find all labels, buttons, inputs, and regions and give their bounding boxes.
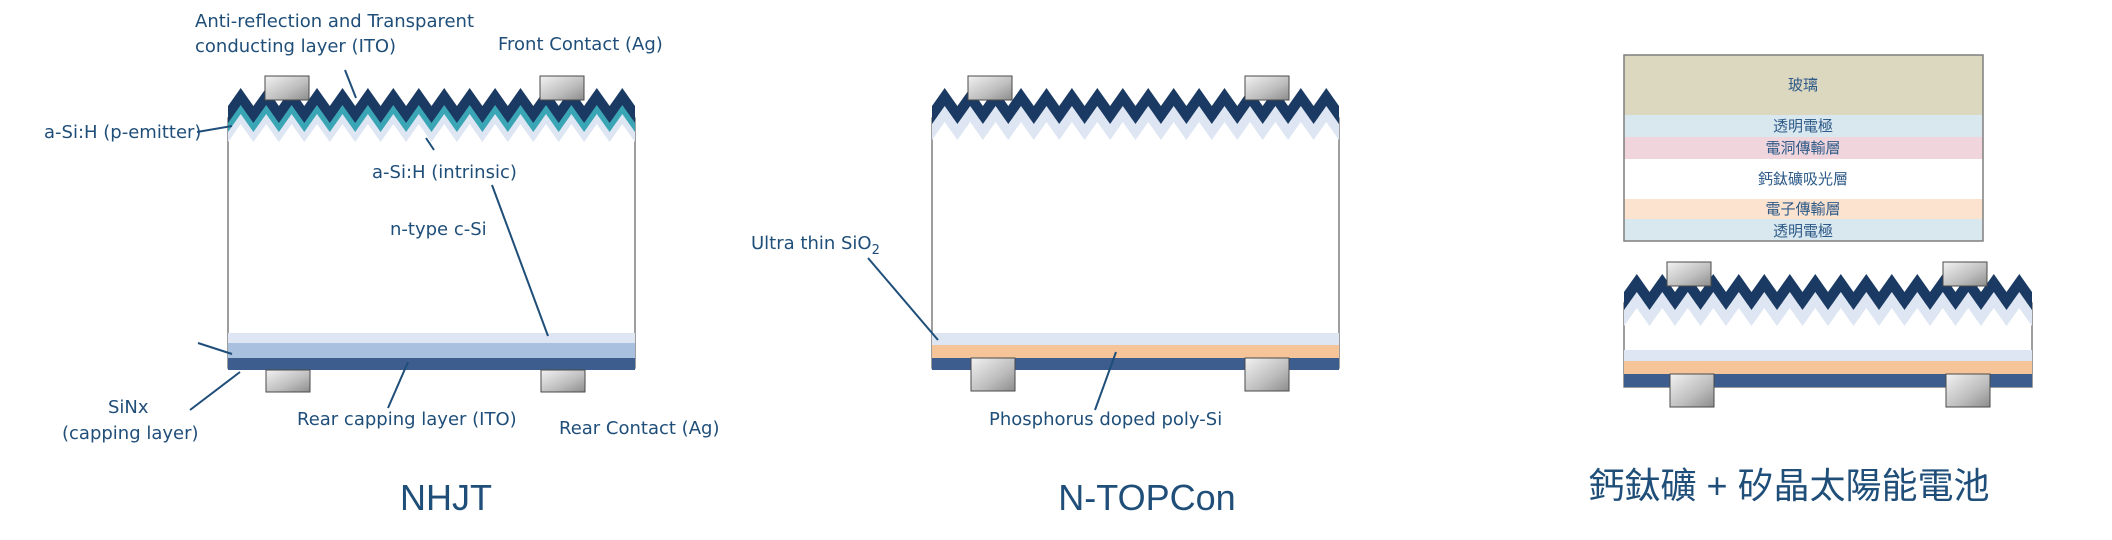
stack-label-glass: 玻璃 [1788,76,1818,94]
topcon-front-contact-right [1244,75,1290,101]
nhjt-rear-ito-layer [228,358,635,370]
stack-tco-bottom-layer [1624,219,1983,241]
tandem-passivation-layer [1624,292,2032,326]
tandem-front-contact-right [1942,261,1988,287]
topcon-front-contact-left [967,75,1013,101]
label-rear-capping: Rear capping layer (ITO) [297,409,517,430]
perovskite-stack: 玻璃 透明電極 電洞傳輸層 鈣鈦礦吸光層 電子傳輸層 透明電極 [1623,54,1984,242]
tandem-poly-si-layer [1624,361,2032,374]
tandem-ar-layer [1624,274,2032,310]
nhjt-rear-contact-right [540,369,586,393]
stack-label-tco-bottom: 透明電極 [1773,222,1833,240]
nhjt-p-emitter-layer [228,104,635,132]
label-ar-tco-line2: conducting layer (ITO) [195,36,396,57]
stack-label-perovskite: 鈣鈦礦吸光層 [1758,170,1848,188]
label-ar-tco-line1: Anti-reflection and Transparent [195,11,474,32]
label-capping-line2: (capping layer) [62,423,199,444]
stack-htl-layer [1624,137,1983,159]
nhjt-leader-lines [189,69,549,411]
topcon-passivation-layer [932,106,1339,140]
label-front-contact: Front Contact (Ag) [498,34,663,55]
topcon-rear-layer [932,358,1339,370]
title-topcon: N-TOPCon [1058,477,1235,518]
tandem-rear-layer [1624,374,2032,387]
stack-tco-top-layer [1624,115,1983,137]
nhjt-wafer-outline [227,117,636,369]
label-intrinsic: a-Si:H (intrinsic) [372,162,517,183]
topcon-oxide-layer [932,333,1339,345]
label-p-emitter: a-Si:H (p-emitter) [44,122,201,143]
nhjt-intrinsic-layer [228,112,635,142]
nhjt-rear-contact-left [265,369,311,393]
nhjt-front-contact-right [539,75,585,101]
label-oxide: Ultra thin SiO2 [751,233,880,258]
stack-label-htl: 電洞傳輸層 [1765,139,1840,157]
stack-outline [1623,54,1984,242]
stack-perovskite-layer [1624,159,1983,199]
nhjt-rear-intrinsic-layer [228,333,635,343]
topcon-poly-si-layer [932,345,1339,358]
label-rear-contact: Rear Contact (Ag) [559,418,719,439]
nhjt-rear-n-layer [228,343,635,358]
tandem-front-contact-left [1666,261,1712,287]
stack-label-etl: 電子傳輸層 [1765,200,1840,218]
topcon-rear-contact-left [970,357,1016,392]
tandem-oxide-layer [1624,350,2032,361]
topcon-wafer-outline [931,117,1340,369]
topcon-leader-lines [867,257,1117,411]
nhjt-front-contact-left [264,75,310,101]
label-substrate: n-type c-Si [390,219,487,240]
tandem-bottom-cell [1623,261,2033,408]
stack-label-tco-top: 透明電極 [1773,117,1833,135]
topcon-rear-contact-right [1244,357,1290,392]
label-capping-line1: SiNx [108,397,149,418]
stack-etl-layer [1624,199,1983,219]
tandem-rear-contact-right [1945,373,1991,408]
topcon-cell [931,75,1340,392]
tandem-rear-contact-left [1669,373,1715,408]
title-tandem: 鈣鈦礦 + 矽晶太陽能電池 [1588,465,1989,506]
nhjt-cell [227,75,636,393]
topcon-labels: Ultra thin SiO2 Phosphorus doped poly-Si… [751,233,1236,518]
label-poly-si: Phosphorus doped poly-Si [989,409,1222,430]
stack-glass-layer [1624,55,1983,115]
title-nhjt: NHJT [400,477,492,518]
nhjt-ito-layer [228,88,635,123]
nhjt-labels: Anti-reflection and Transparent conducti… [44,11,719,518]
topcon-ar-layer [932,88,1339,124]
